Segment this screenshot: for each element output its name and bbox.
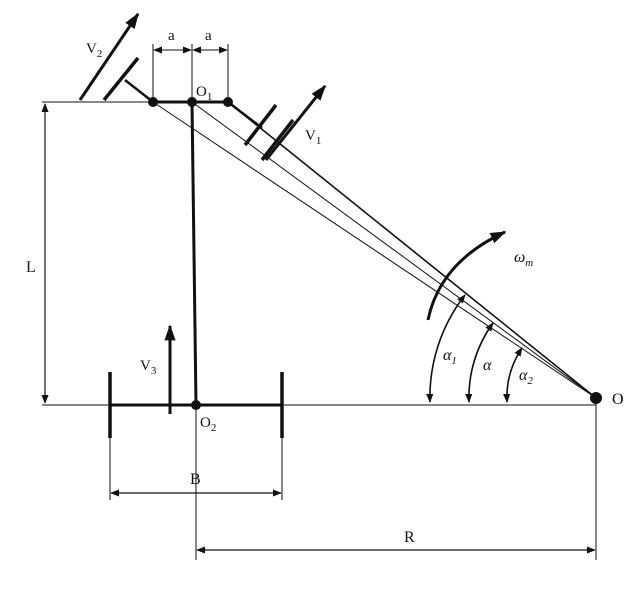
label-alpha2: α2 <box>519 367 533 387</box>
label-alpha: α <box>483 357 492 374</box>
v2-arrow <box>78 12 140 101</box>
omega-arrow <box>426 230 507 321</box>
kingpin-right-point <box>223 97 233 107</box>
o1-point <box>187 97 197 107</box>
label-omega: ωm <box>514 249 533 269</box>
radius-line-left-wheel <box>152 101 597 399</box>
alpha-arc <box>465 322 494 403</box>
o-point <box>590 392 602 404</box>
label-b: B <box>190 471 201 488</box>
radius-line-right-wheel <box>227 101 597 399</box>
label-o: O <box>612 391 624 408</box>
alpha2-arc <box>503 347 523 403</box>
label-alpha1: α1 <box>443 347 457 367</box>
vehicle-frame <box>190 101 198 406</box>
left-steering-arm <box>124 79 154 103</box>
label-a-right: a <box>205 28 212 44</box>
radius-line-center <box>191 101 597 399</box>
label-v2: V2 <box>86 41 102 60</box>
label-o1: O1 <box>196 84 212 103</box>
alpha1-arc <box>426 294 466 403</box>
label-o2: O2 <box>200 415 216 434</box>
label-a-left: a <box>168 28 175 44</box>
front-wheel-right-2 <box>260 118 295 162</box>
v1-arrow <box>264 84 327 161</box>
label-r: R <box>404 529 415 546</box>
front-wheel-left <box>102 56 140 102</box>
label-l: L <box>26 259 36 276</box>
o2-point <box>191 400 201 410</box>
label-v1: V1 <box>305 128 321 147</box>
front-wheel-right <box>243 103 278 147</box>
kingpin-left-point <box>148 97 158 107</box>
label-v3: V3 <box>140 358 157 377</box>
